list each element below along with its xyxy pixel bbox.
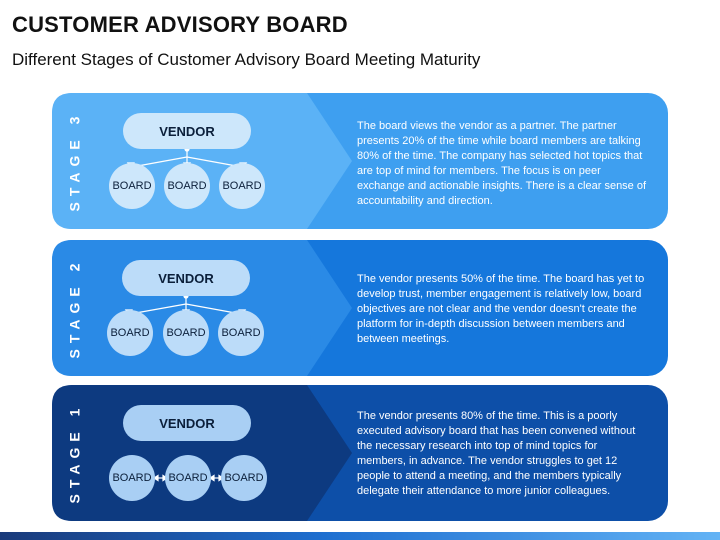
stage-3-board-node-1: BOARD <box>109 163 155 209</box>
page-title: CUSTOMER ADVISORY BOARD <box>12 12 348 37</box>
stage-3-description: The board views the vendor as a partner.… <box>357 120 647 207</box>
stage-3-vendor-node: VENDOR <box>123 113 251 149</box>
stage-1-description: The vendor presents 80% of the time. Thi… <box>357 410 636 497</box>
stage-1-connectors <box>152 474 225 482</box>
stage-2-board-node-3: BOARD <box>218 310 264 356</box>
stage-1-board-node-3: BOARD <box>221 455 267 501</box>
stage-1-vendor-node: VENDOR <box>123 405 251 441</box>
stage-3-board-node-2: BOARD <box>164 163 210 209</box>
stage-3-panel: STAGE 3 VENDOR BOARD BOARD BOARD The boa… <box>52 93 668 229</box>
stage-2-panel: STAGE 2 VENDOR BOARD BOARD BOARD The ven… <box>52 240 668 376</box>
stage-2-description: The vendor presents 50% of the time. The… <box>357 273 645 345</box>
stage-1-board-node-1: BOARD <box>109 455 155 501</box>
stage-2-board-node-2: BOARD <box>163 310 209 356</box>
page-subtitle: Different Stages of Customer Advisory Bo… <box>12 50 481 69</box>
stage-1-board-node-2: BOARD <box>165 455 211 501</box>
stage-2-board-node-1: BOARD <box>107 310 153 356</box>
stage-3-board-node-3: BOARD <box>219 163 265 209</box>
footer-accent-bar <box>0 532 720 540</box>
stage-1-panel: STAGE 1 VENDOR BOARD BOARD BOARD The ven… <box>52 385 668 521</box>
stage-2-vendor-node: VENDOR <box>122 260 250 296</box>
